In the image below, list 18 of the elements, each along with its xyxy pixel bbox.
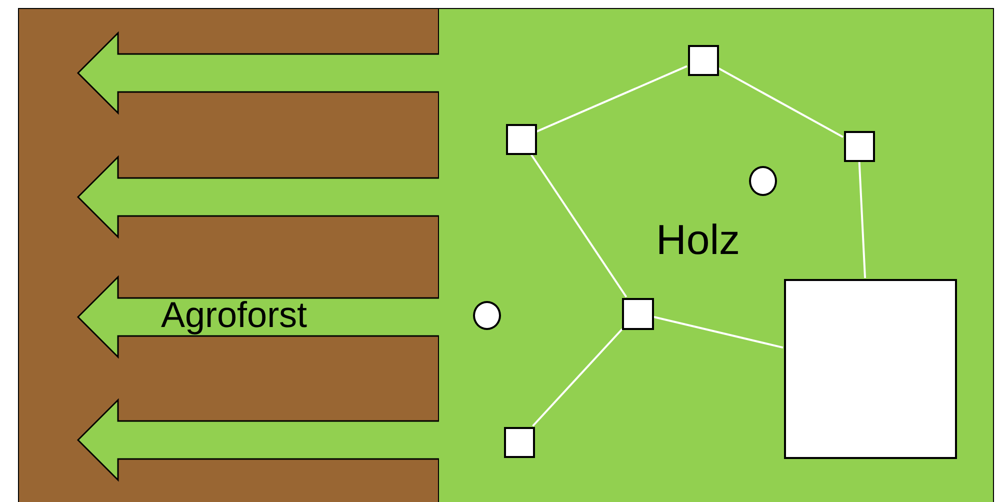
connector-line <box>532 328 623 427</box>
connector-line <box>536 65 688 133</box>
square-marker <box>784 279 957 459</box>
square-marker <box>622 298 654 330</box>
field-area <box>18 8 439 502</box>
square-marker <box>504 427 535 458</box>
area-label: Holz <box>656 219 740 261</box>
connector-line <box>652 316 784 349</box>
field-area <box>438 8 994 502</box>
connector-line <box>858 160 866 278</box>
square-marker <box>844 131 875 162</box>
connector-line <box>530 153 628 298</box>
square-marker <box>506 124 537 155</box>
connector-line <box>718 67 844 138</box>
square-marker <box>688 45 719 76</box>
area-label: Agroforst <box>161 297 308 333</box>
circle-marker <box>473 301 501 330</box>
circle-marker <box>749 166 777 196</box>
